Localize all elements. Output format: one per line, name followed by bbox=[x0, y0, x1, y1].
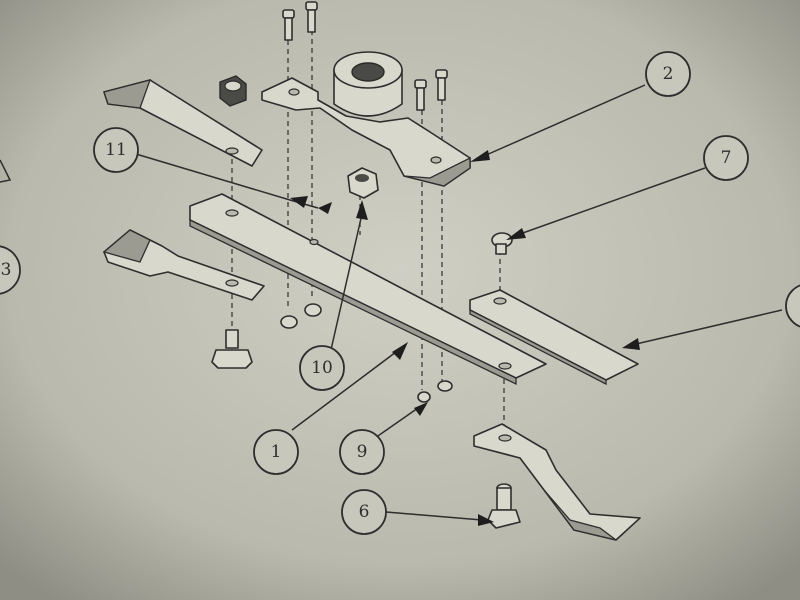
small-nuts bbox=[280, 303, 453, 403]
callout-label-1: 1 bbox=[271, 442, 282, 462]
bolt-lower-right bbox=[487, 483, 521, 529]
callout-label-7: 7 bbox=[721, 148, 732, 168]
bolt-right bbox=[491, 232, 513, 255]
callout-9: 9 bbox=[339, 429, 385, 475]
callout-label-6: 6 bbox=[359, 502, 370, 522]
callout-label-3: 3 bbox=[1, 260, 12, 280]
callout-1: 1 bbox=[253, 429, 299, 475]
blade-lower-right bbox=[473, 423, 641, 541]
bolts-top bbox=[282, 1, 448, 111]
callout-partial-right bbox=[785, 284, 800, 328]
callout-label-10: 10 bbox=[311, 358, 333, 378]
nut-top-left bbox=[219, 75, 247, 107]
hub-bracket bbox=[261, 51, 471, 187]
blade-right-middle bbox=[469, 289, 639, 386]
nut-center bbox=[347, 167, 379, 199]
callout-label-11: 11 bbox=[105, 140, 127, 160]
callout-11: 11 bbox=[93, 127, 139, 173]
callout-6: 6 bbox=[341, 489, 387, 535]
main-bar bbox=[189, 193, 547, 386]
cropped-edge-shape bbox=[0, 159, 12, 183]
callout-2: 2 bbox=[645, 51, 691, 97]
callout-3: 3 bbox=[0, 245, 21, 295]
callout-label-9: 9 bbox=[357, 442, 368, 462]
bolt-lower-left bbox=[211, 329, 253, 369]
callout-10: 10 bbox=[299, 345, 345, 391]
blade-upper-left bbox=[103, 79, 263, 167]
blade-lower-left bbox=[102, 229, 265, 301]
callout-7: 7 bbox=[703, 135, 749, 181]
callout-label-2: 2 bbox=[663, 64, 674, 84]
leader-lines bbox=[135, 84, 783, 526]
